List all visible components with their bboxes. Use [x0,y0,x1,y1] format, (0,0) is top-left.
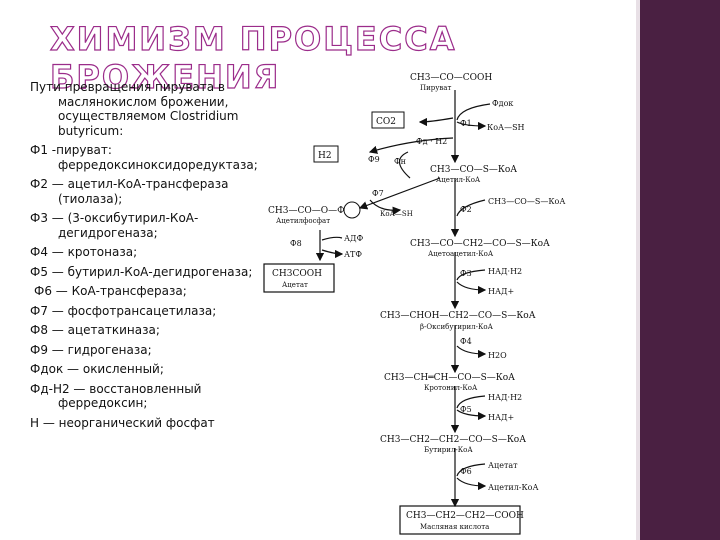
enzyme-f4: Ф4 — кротоназа; [30,245,138,259]
enzyme-list: Пути превращения пирувата в маслянокисло… [30,80,260,435]
acetate-formula: CH3COOH [272,269,322,279]
acetylphosphate-formula: CH3—CO—O—Ф [268,206,345,216]
nad-label: НАД+ [488,287,514,296]
acetyl-coa-formula: CH3—CO—S—КоА [430,165,517,175]
enzyme-f6: Ф6 — КоА-трансфераза; [34,284,187,298]
fn-label: Фн [394,157,406,166]
acetylphosphate-label: Ацетилфосфат [276,217,330,225]
crotonyl-label: Кротонил-КоА [424,384,478,392]
f6-label: Ф6 [460,467,472,476]
enzyme-f3: Ф3 — (3-оксибутирил-КоА-дегидрогеназа; [30,211,199,240]
enzyme-f1: Ф1 -пируват: ферредоксиноксидоредуктаза; [30,143,258,172]
pyruvate-formula: CH3—CO—COOH [410,73,492,83]
acetyl-coa-label: Ацетил-КоА [436,176,481,184]
acetyl-coa-2: CH3—CO—S—КоА [488,197,565,206]
fd-h2-label: Фд · Н2 [416,137,447,146]
fd-ox-label: Фдок [492,99,513,108]
f8-label: Ф8 [290,239,302,248]
f5-label: Ф5 [460,405,472,414]
phosphate-definition: Н — неорганический фосфат [30,415,215,430]
coa-sh-label: КоА—SH [487,123,525,132]
acetoacetyl-formula: CH3—CO—CH2—CO—S—КоА [410,239,550,249]
f1-label: Ф1 [460,119,472,128]
sidebar-edge [636,0,640,540]
butyryl-formula: CH3—CH2—CH2—CO—S—КоА [380,435,526,445]
enzyme-f2: Ф2 — ацетил-КоА-трансфераза (тиолаза); [30,177,229,206]
nad2-label: НАД+ [488,413,514,422]
coa-sh2-label: КоА—SH [380,210,413,218]
co2-label: CO2 [376,117,396,127]
nadh2-label: НАД·Н2 [488,393,522,402]
butyryl-label: Бутирил-КоА [424,446,473,454]
enzyme-f5: Ф5 — бутирил-КоА-дегидрогеназа; [30,264,253,279]
intro-paragraph: Пути превращения пирувата в маслянокисло… [30,80,239,138]
acetate-in-label: Ацетат [488,461,518,470]
f4-label: Ф4 [460,337,472,346]
butyrate-formula: CH3—CH2—CH2—COOH [406,511,524,521]
f7-label: Ф7 [372,189,384,198]
fermentation-scheme: CH3—CO—COOH Пируват Фдок Ф1 КоА—SH CO2 Ф… [263,73,565,535]
nadh-label: НАД·Н2 [488,267,522,276]
slide-title: ХИМИЗМ ПРОЦЕССА БРОЖЕНИЯ [49,19,457,96]
atp-label: АТФ [344,250,362,259]
enzyme-f8: Ф8 — ацетаткиназа; [30,323,160,337]
acetoacetyl-label: Ацетоацетил-КоА [428,250,494,258]
f3-label: Ф3 [460,269,472,278]
f9-label: Ф9 [368,155,380,164]
decorative-sidebar [640,0,720,540]
f2-label: Ф2 [460,205,472,214]
enzyme-f9: Ф9 — гидрогеназа; [30,342,152,357]
h2-label: H2 [318,151,332,161]
hydroxybutyryl-label: β-Оксибутирил-КоА [420,323,494,331]
adp-label: АДФ [344,234,364,243]
acetyl-coa-out-label: Ацетил-КоА [488,483,539,492]
pyruvate-label: Пируват [420,84,451,92]
fd-h2-definition: Фд-Н2 — восстановленный ферредоксин; [30,381,202,411]
hydroxybutyryl-formula: CH3—CHOH—CH2—CO—S—КоА [380,311,536,321]
enzyme-f7: Ф7 — фосфотрансацетилаза; [30,303,217,318]
fd-ox-definition: Фдок — окисленный; [30,362,164,376]
crotonyl-formula: CH3—CH═CH—CO—S—КоА [384,373,515,383]
h2o-label: Н2О [488,351,507,360]
acetate-label: Ацетат [282,281,308,289]
butyrate-label: Масляная кислота [420,523,489,531]
